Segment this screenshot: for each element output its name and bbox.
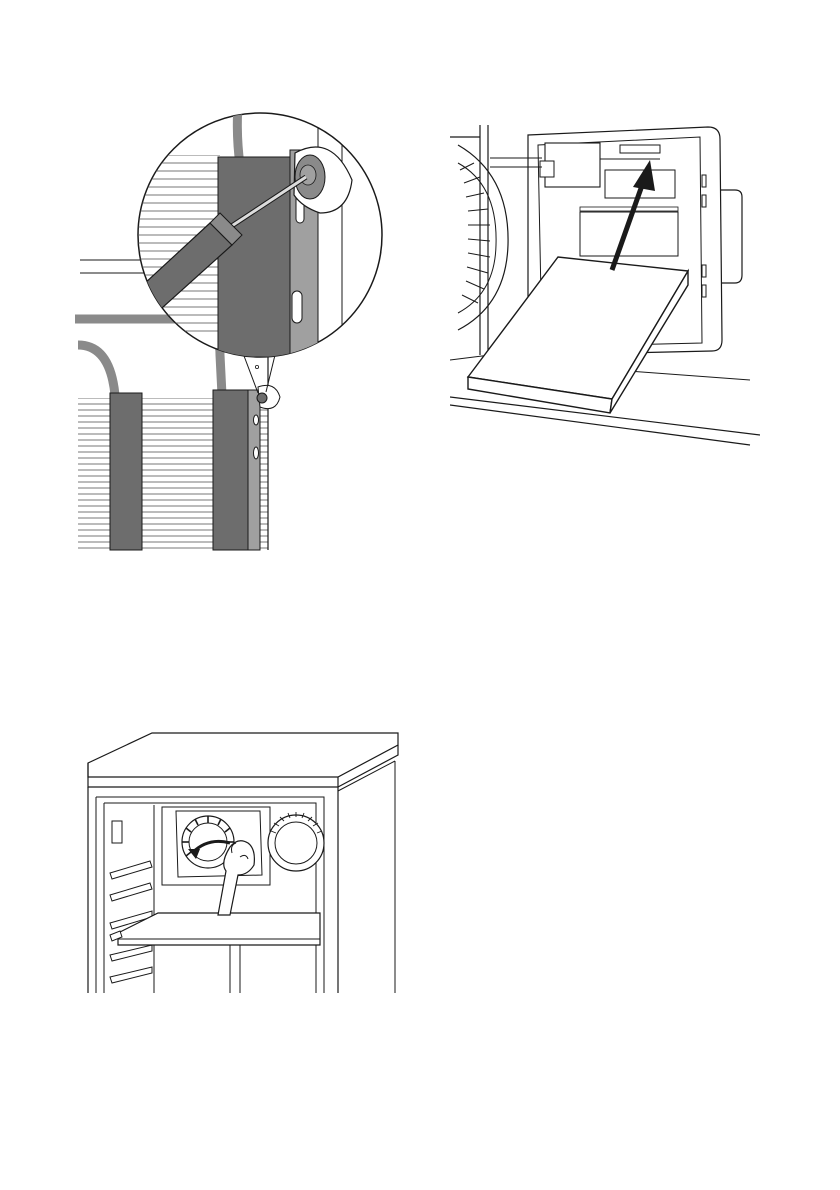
filter-insertion-figure (450, 115, 760, 450)
cabinet-dial-figure (80, 725, 410, 995)
cabinet-dial-icon (80, 725, 410, 995)
screwdriver-detail-figure (70, 95, 400, 555)
screwdriver-detail-icon (70, 95, 400, 555)
filter-insertion-icon (450, 115, 760, 450)
